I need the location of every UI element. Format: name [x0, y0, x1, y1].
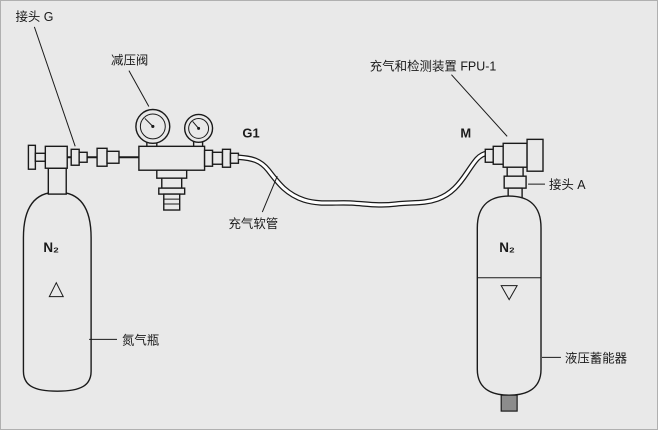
bottle-gas-label: N₂ [43, 240, 59, 255]
gauge-right-face [188, 117, 210, 139]
pipe-fitting-3 [96, 147, 108, 167]
label-hydraulic-accumulator: 液压蓄能器 [565, 350, 628, 365]
fpu-lower-fitting-1 [506, 166, 524, 177]
regulator-body [138, 145, 206, 171]
fitting-m-union [492, 145, 504, 165]
hydraulic-accumulator-group: N₂ [476, 195, 542, 412]
outlet-fitting-g1 [221, 148, 232, 168]
label-nitrogen-bottle: 氮气瓶 [122, 332, 159, 347]
pressure-reducing-valve-group [135, 108, 240, 211]
connector-a-fitting [503, 175, 527, 189]
regulator-hex [161, 177, 183, 189]
nitrogen-bottle-body [22, 191, 92, 392]
regulator-bonnet [156, 169, 188, 179]
gauge-right-hub [197, 126, 201, 130]
fpu-device-group [484, 138, 544, 199]
leader-reducing-valve [128, 70, 150, 107]
accumulator-symbol-triangle-down [500, 285, 518, 301]
gauge-left-hub [151, 124, 155, 129]
accumulator-gas-label: N₂ [499, 240, 515, 255]
label-fpu-device: 充气和检测装置 FPU-1 [370, 59, 497, 74]
leader-lines [33, 26, 561, 358]
regulator-knob [163, 193, 181, 211]
fpu-side-housing [526, 138, 544, 172]
charging-hose-core [238, 151, 488, 207]
bottle-neck [47, 167, 67, 195]
fpu-block [502, 142, 528, 168]
leader-connector-g [33, 26, 76, 147]
pipe-fitting-1 [70, 148, 80, 166]
outlet-fitting-3 [229, 152, 240, 164]
accumulator-body [476, 195, 542, 396]
leader-charging-hose [261, 175, 278, 213]
label-connector-a: 接头 A [549, 177, 586, 192]
bottle-valve-stem [34, 152, 47, 162]
regulator-collar [158, 187, 186, 195]
label-port-m: M [460, 125, 471, 140]
pipe-fitting-4 [106, 150, 120, 164]
outlet-fitting-1 [203, 149, 214, 167]
leader-fpu-device [451, 74, 508, 137]
label-reducing-valve: 减压阀 [111, 54, 148, 68]
label-charging-hose: 充气软管 [228, 216, 278, 231]
bottle-valve-handle [27, 144, 37, 170]
fitting-m-nut [484, 148, 494, 163]
bottle-valve-body [44, 145, 68, 169]
accumulator-oil-port [500, 394, 518, 412]
label-port-g1: G1 [242, 125, 259, 140]
bottle-gas-symbol-triangle-up [48, 281, 65, 298]
label-connector-g: 接头 G [15, 9, 53, 24]
gauge-left-needle [144, 118, 154, 127]
nitrogen-bottle-group: N₂ [22, 144, 92, 392]
outlet-fitting-2 [211, 151, 224, 165]
pipe-fitting-2 [78, 151, 88, 163]
gauge-left-face [139, 113, 166, 140]
text-labels: 接头 G 减压阀 G1 充气和检测装置 FPU-1 M 接头 A 充气软管 氮气… [15, 9, 627, 365]
charging-hose-group [238, 150, 488, 208]
gauge-right-needle [192, 121, 199, 129]
